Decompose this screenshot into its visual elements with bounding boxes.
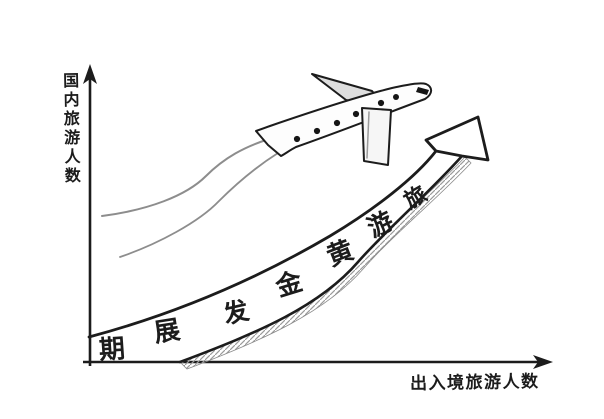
y-axis-arrow-icon [83, 64, 97, 84]
smoke-trail-lower [119, 152, 279, 258]
band-char: 发 [220, 296, 252, 330]
band-shadow-hatch [179, 156, 472, 370]
band-char: 期 [98, 334, 126, 366]
band-label: 期 展 发 金 黄 游 旅 [98, 181, 431, 366]
y-axis [83, 64, 97, 366]
trend-arrow-band [87, 115, 490, 370]
airplane-icon [255, 73, 433, 166]
band-char: 金 [271, 266, 307, 304]
smoke-trail-icon [101, 139, 279, 258]
trend-arrow-head-icon [424, 115, 490, 162]
x-axis-label: 出入境旅游人数 [409, 371, 540, 395]
x-axis [83, 355, 553, 369]
band-upper-edge [87, 149, 438, 339]
smoke-trail-upper [101, 139, 267, 217]
band-lower-edge [178, 154, 464, 364]
airplane-wing-detail-line [366, 111, 370, 159]
airplane-windows [293, 94, 399, 143]
y-axis-label: 国内旅游人数 [60, 71, 81, 187]
airplane-cockpit-window [416, 87, 429, 95]
band-char: 展 [152, 315, 182, 349]
band-char: 旅 [399, 181, 431, 215]
x-axis-arrow-icon [533, 355, 553, 369]
